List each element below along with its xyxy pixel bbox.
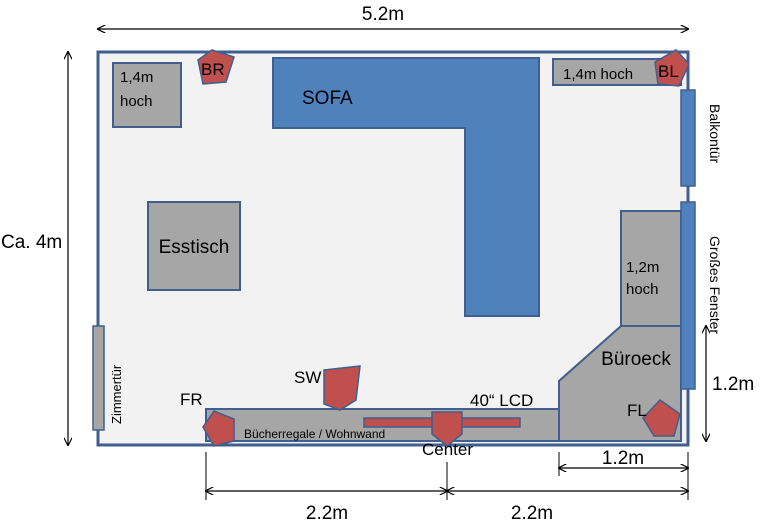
speaker-center	[431, 411, 463, 447]
large-window-label: Großes Fenster	[707, 236, 723, 334]
right-span-dimension-label: 2.2m	[511, 503, 553, 523]
speaker-sw-label: SW	[294, 368, 321, 387]
speaker-fr	[202, 410, 235, 447]
office-corner-label: Büroeck	[601, 349, 671, 370]
shelf-top-left-label: 1,4m hoch	[120, 69, 158, 110]
corner-width-dimension-label: 1.2m	[602, 448, 644, 469]
speaker-fl-label: FL	[627, 401, 647, 420]
sofa	[272, 57, 540, 317]
balcony-door	[680, 89, 696, 187]
bookshelves-label: Bücherregale / Wohnwand	[244, 427, 385, 441]
width-dimension-label: 5.2m	[362, 4, 404, 25]
shelf-top-right-label: 1,4m hoch	[563, 66, 633, 83]
speaker-bl-label: BL	[658, 62, 679, 81]
dining-table	[147, 201, 241, 291]
tv-label: 40“ LCD	[470, 391, 533, 410]
sofa-label: SOFA	[302, 88, 353, 109]
speaker-fr-label: FR	[180, 390, 203, 409]
speaker-sw	[323, 365, 361, 411]
speaker-br-label: BR	[201, 60, 225, 79]
shelf-top-left	[112, 62, 182, 128]
corner-height-dimension-label: 1.2m	[712, 374, 754, 395]
speaker-center-label: Center	[422, 440, 473, 459]
balcony-door-label: Balkontür	[707, 104, 723, 163]
height-dimension-label: Ca. 4m	[1, 232, 62, 253]
speaker-bl	[654, 49, 690, 87]
room-door	[92, 325, 105, 431]
cabinet-right-label: 1,2m hoch	[626, 259, 664, 298]
speaker-fl	[642, 399, 681, 437]
room-door-label: Zimmertür	[109, 364, 124, 424]
left-span-dimension-label: 2.2m	[306, 503, 348, 523]
dining-table-label: Esstisch	[159, 237, 230, 258]
large-window	[680, 201, 696, 390]
speaker-br	[197, 49, 235, 85]
